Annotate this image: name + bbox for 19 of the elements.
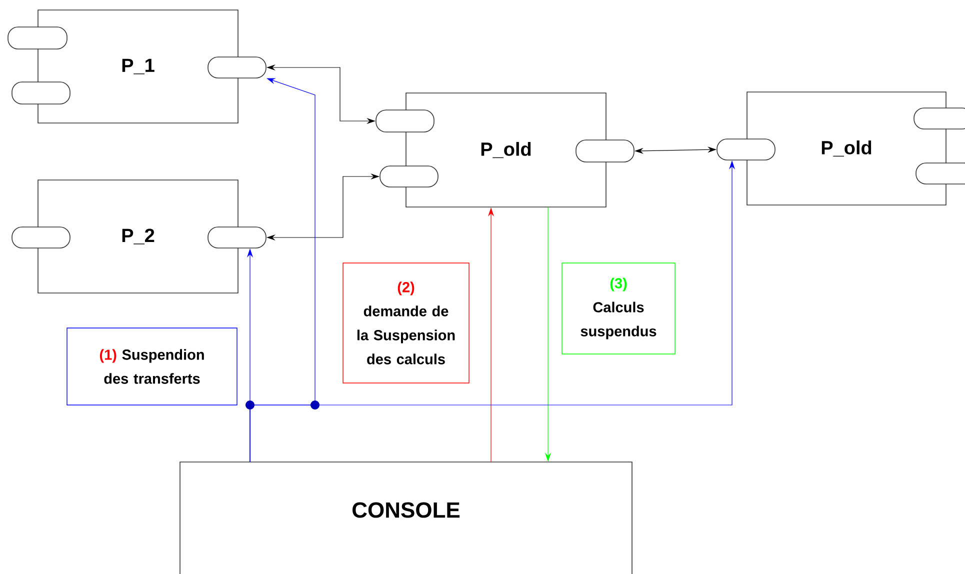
console-box: CONSOLE	[180, 462, 632, 574]
component-box: P_old	[746, 92, 946, 206]
port-box	[914, 108, 965, 130]
note-box: (1) Suspendion des transferts	[66, 328, 238, 406]
port-box	[576, 140, 634, 162]
note-box: (3) Calculs suspendus	[562, 262, 676, 354]
note-box: (2) demande de la Suspension des calculs	[342, 262, 470, 384]
port-box	[208, 56, 266, 78]
port-box	[916, 162, 965, 184]
port-box	[376, 110, 434, 132]
port-box	[12, 226, 70, 248]
component-box: P_old	[406, 92, 606, 208]
port-box	[8, 26, 68, 50]
port-box	[716, 138, 776, 160]
component-box: P_2	[38, 180, 238, 294]
port-box	[208, 226, 266, 248]
component-box: P_1	[38, 10, 238, 124]
port-box	[12, 82, 70, 104]
port-box	[380, 166, 438, 188]
